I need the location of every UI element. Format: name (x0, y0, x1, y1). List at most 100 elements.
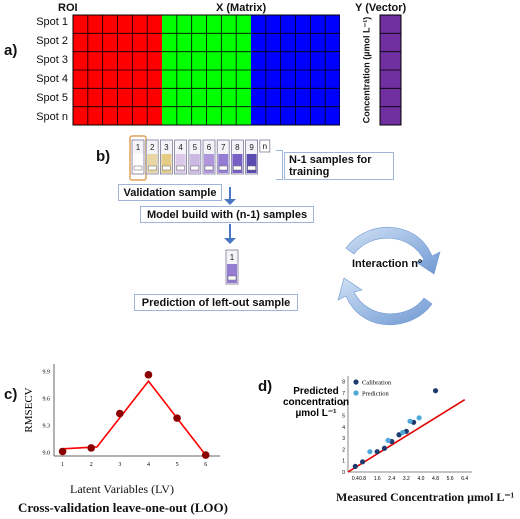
y-axis-label: RMSECV (23, 387, 35, 432)
x-tick-label: 2 (90, 462, 93, 468)
x-tick-label: 4.0 (417, 476, 424, 480)
y-tick-label: 9.3 (43, 423, 51, 429)
data-point (87, 444, 96, 452)
cycle-arrows-icon (337, 226, 441, 326)
roi-label: Spot n (36, 111, 68, 123)
scatter-point (381, 445, 388, 451)
x-tick-label: 5.6 (447, 476, 454, 480)
y-vector-column (379, 14, 402, 126)
scatter-point (385, 437, 391, 443)
legend-label: Prediction (362, 391, 389, 398)
measured-x-label: Measured Concentration µmol L⁻¹ (336, 490, 515, 504)
cycle-arrow-bottom (337, 277, 433, 326)
roi-label: Spot 1 (36, 16, 68, 28)
vial-tag (176, 165, 185, 171)
vial-liquid (204, 154, 214, 173)
y-tick-label: 4 (342, 425, 345, 431)
vial-tag (204, 165, 214, 171)
sample-vial: 6 (202, 139, 216, 175)
x-tick-label: 0.8 (359, 476, 366, 480)
sample-vial: 8 (231, 139, 244, 175)
left-out-vial-shape: 1 (225, 249, 239, 285)
legend-label: Calibration (362, 380, 392, 387)
data-point (58, 447, 67, 456)
scatter-point (359, 459, 366, 465)
loo-caption: Cross-validation leave-one-out (LOO) (18, 500, 228, 515)
y-vector-header: Y (Vector) (355, 2, 407, 14)
y-axis-label: Concentration (µmol L⁻¹) (355, 16, 379, 124)
vial-number: n (263, 142, 267, 151)
vial-liquid (189, 154, 200, 173)
vial-tag (233, 165, 242, 171)
vial-liquid (218, 154, 229, 173)
vial-number: 3 (164, 143, 169, 152)
trend-line (62, 379, 207, 456)
vial-number: 8 (235, 143, 240, 152)
interaction-label: Interaction nº (352, 258, 423, 270)
left-out-vial: 1 (225, 249, 239, 285)
model-build-label: Model build with (n-1) samples (140, 206, 314, 223)
data-point (201, 451, 210, 459)
sample-vial: 9 (245, 139, 258, 175)
validation-sample-label: Validation sample (118, 184, 222, 201)
vial-tag (147, 165, 157, 171)
vial-tag (227, 275, 237, 281)
sample-vial: 4 (174, 139, 187, 175)
y-tick-label: 0 (342, 470, 345, 476)
cycle-arrow-top (345, 226, 441, 275)
concentration-label: Concentration (µmol L⁻¹) (361, 16, 372, 124)
training-label: N-1 samples for training (284, 152, 394, 180)
y-tick-label: 9.9 (43, 369, 51, 375)
roi-label: Spot 4 (36, 73, 68, 85)
prediction-label: Prediction of left-out sample (134, 294, 298, 311)
vial-tag (133, 165, 143, 171)
scatter-point (374, 449, 380, 455)
roi-label: Spot 2 (36, 35, 68, 47)
y-tick-label: 7 (342, 391, 345, 397)
legend-marker (353, 379, 359, 385)
vial-tag (190, 165, 200, 171)
x-tick-label: 6.4 (461, 476, 468, 480)
sample-vial: 3 (160, 139, 173, 175)
reference-line (347, 399, 466, 473)
scatter-point (352, 463, 358, 469)
arrow-head (224, 199, 236, 205)
data-point (173, 414, 181, 422)
scatter-point (432, 388, 439, 394)
vial-number: 6 (207, 143, 212, 152)
matrix-border (72, 14, 340, 126)
panel-d-label: d) (258, 378, 273, 395)
vial-number: 4 (178, 143, 183, 152)
y-tick-label: 3 (342, 436, 345, 442)
scatter-point (407, 418, 413, 424)
y-tick-label: 5 (342, 414, 345, 420)
vial-liquid (246, 154, 257, 173)
roi-label: Spot 3 (36, 54, 68, 66)
vial-number: 2 (150, 143, 155, 152)
sample-vial: 5 (188, 139, 202, 175)
x-tick-label: 1.6 (374, 476, 381, 480)
y-tick-label: 9.6 (43, 396, 51, 402)
vial-n-box (259, 139, 271, 153)
x-tick-label: 3 (118, 462, 121, 468)
vial-number: 7 (221, 143, 226, 152)
x-tick-label: 6 (204, 462, 207, 468)
vial-liquid (161, 154, 172, 173)
sample-vial: 2 (145, 139, 159, 175)
vial-liquid (175, 154, 186, 173)
rmsecv-x-label: Latent Variables (LV) (70, 482, 174, 496)
roi-header: ROI (58, 2, 78, 14)
vial-liquid (147, 154, 158, 173)
roi-label: Spot 5 (36, 92, 68, 104)
x-tick-label: 2.4 (388, 476, 395, 480)
vial-tag (162, 165, 171, 171)
x-tick-label: 4.8 (432, 476, 439, 480)
training-bracket (276, 150, 283, 180)
flow-arrows (224, 187, 236, 244)
arrow-head (224, 238, 236, 244)
vial-liquid (232, 154, 243, 173)
